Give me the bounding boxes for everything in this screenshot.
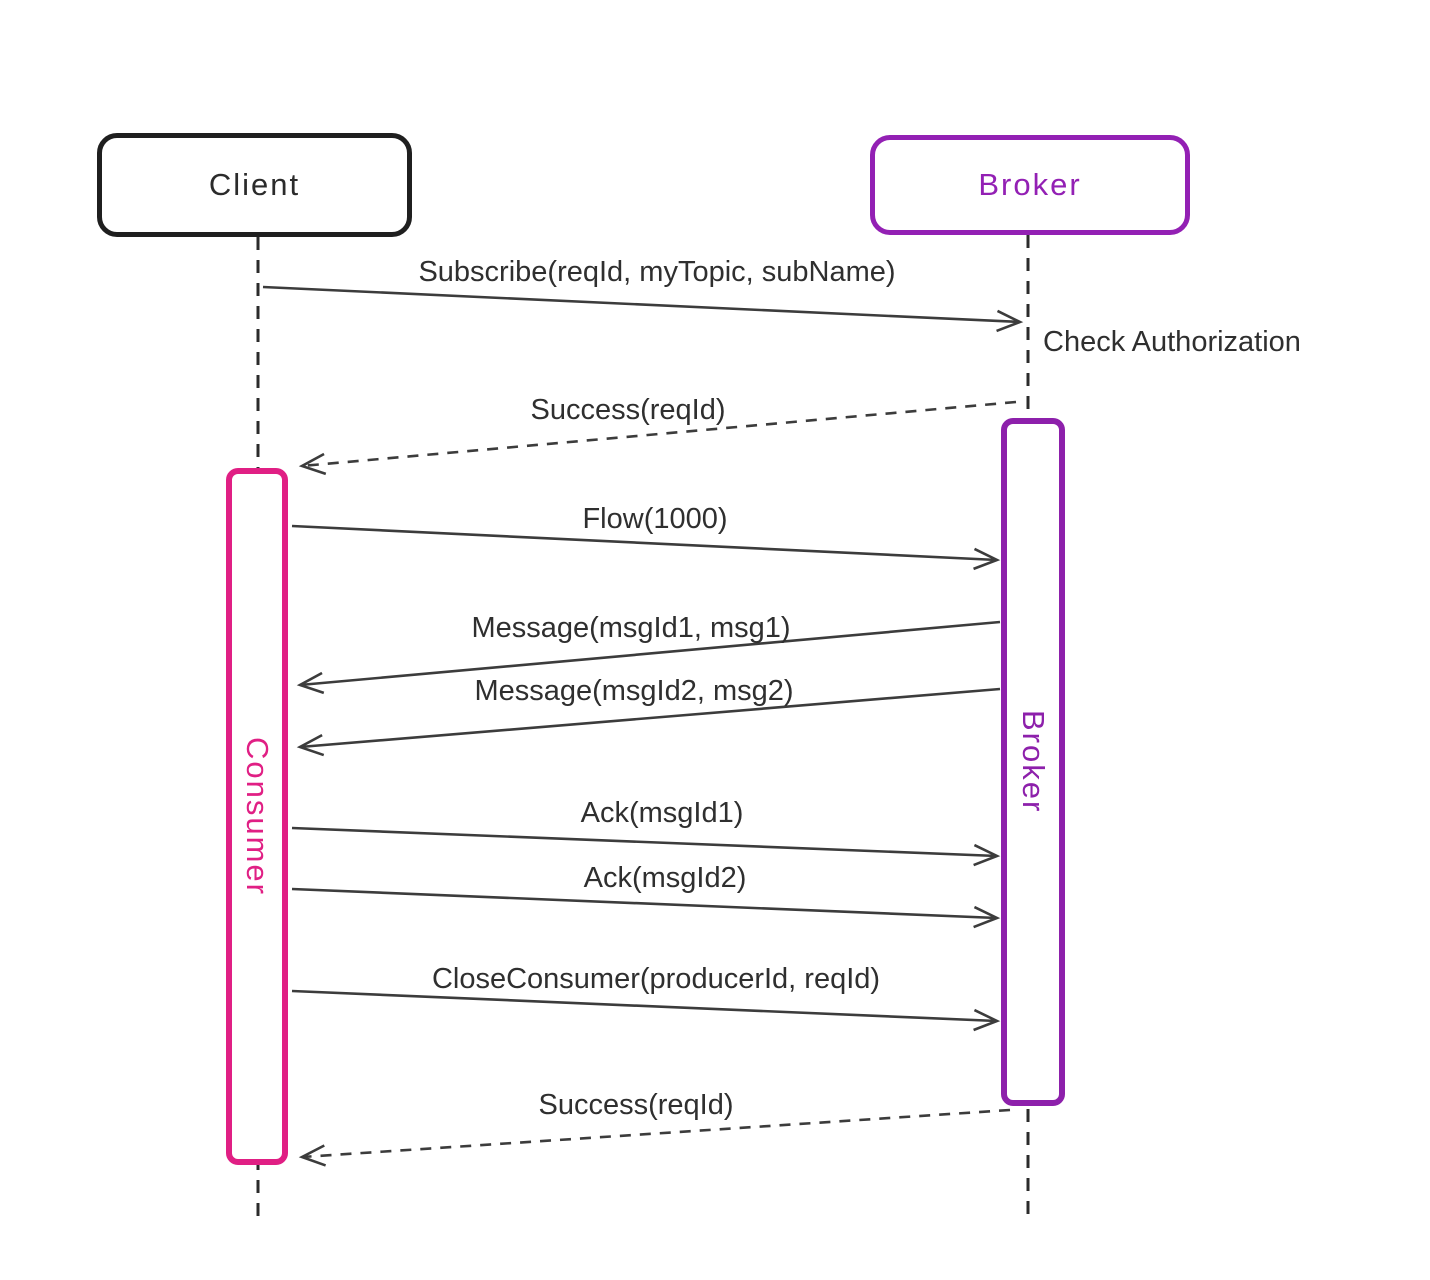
- message-label-flow: Flow(1000): [582, 503, 728, 535]
- message-label-close-consumer: CloseConsumer(producerId, reqId): [431, 963, 881, 995]
- arrow-close-consumer: [291, 989, 1001, 1032]
- activation-broker-label: Broker: [1016, 710, 1051, 814]
- message-label-ack-2: Ack(msgId2): [583, 862, 747, 894]
- message-label-subscribe: Subscribe(reqId, myTopic, subName): [418, 256, 896, 288]
- arrow-message-1: [296, 620, 1001, 695]
- arrow-success-bottom: [298, 1108, 1011, 1167]
- arrow-ack-1: [291, 826, 1001, 867]
- participant-broker: Broker: [870, 135, 1190, 235]
- message-label-success-bottom: Success(reqId): [538, 1089, 734, 1121]
- participant-client-label: Client: [208, 167, 301, 202]
- participant-client: Client: [97, 133, 412, 237]
- message-label-ack-1: Ack(msgId1): [580, 797, 744, 829]
- activation-consumer: Consumer: [226, 468, 288, 1165]
- activation-consumer-label: Consumer: [240, 737, 275, 896]
- participant-broker-label: Broker: [978, 167, 1082, 202]
- arrow-flow: [291, 524, 1001, 571]
- message-label-success-top: Success(reqId): [530, 394, 726, 426]
- note-check-authorization: Check Authorization: [1043, 326, 1301, 358]
- arrow-ack-2: [291, 887, 1001, 929]
- message-label-message-1: Message(msgId1, msg1): [471, 612, 791, 644]
- arrow-subscribe: [262, 285, 1024, 333]
- arrow-message-2: [296, 687, 1001, 757]
- arrow-success-top: [298, 400, 1017, 476]
- message-label-message-2: Message(msgId2, msg2): [474, 675, 794, 707]
- activation-broker: Broker: [1001, 418, 1065, 1106]
